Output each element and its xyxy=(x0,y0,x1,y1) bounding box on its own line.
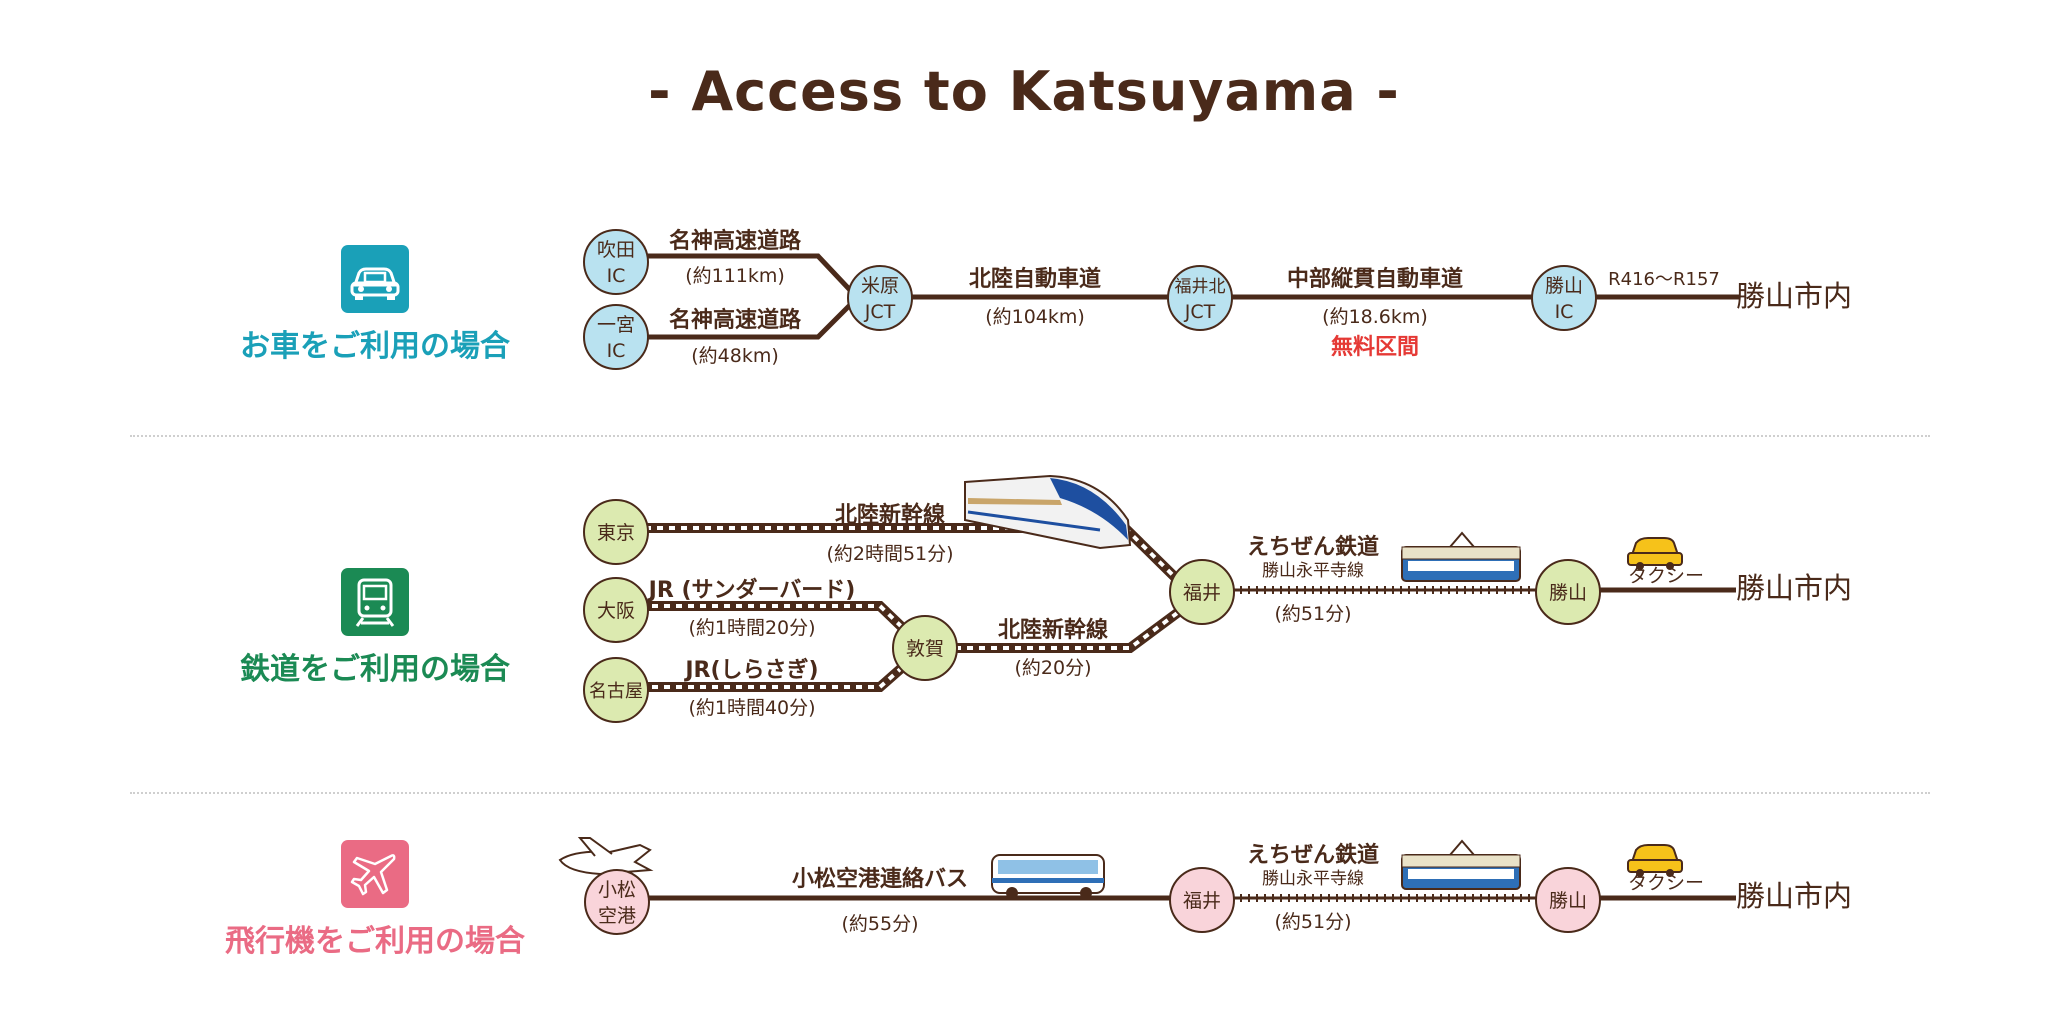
osaka-line-time: (約1時間20分) xyxy=(688,617,815,639)
svg-text:福井: 福井 xyxy=(1183,582,1221,604)
taxi-icon xyxy=(1627,537,1683,570)
plane-category-label: 飛行機をご利用の場合 xyxy=(225,924,525,959)
osaka-line-name: JR (サンダーバード) xyxy=(647,577,856,603)
svg-text:IC: IC xyxy=(1555,301,1574,323)
seg2-distance: (約48km) xyxy=(691,345,779,367)
seg4-road-name: 中部縦貫自動車道 xyxy=(1287,266,1463,292)
plane-route: 小松 空港 福井 勝山 小松空港連絡バス (約55分) えちぜん鉄道 勝山永平寺… xyxy=(558,837,1852,935)
tsuruga-line-time: (約20分) xyxy=(1014,657,1091,679)
local-train-icon xyxy=(1401,531,1521,582)
airplane-illustration-icon xyxy=(558,837,654,876)
seg1-distance: (約111km) xyxy=(685,265,785,287)
svg-text:敦賀: 敦賀 xyxy=(906,638,944,660)
seg2-road-name: 名神高速道路 xyxy=(669,307,802,333)
katsuyama-station-node: 勝山 xyxy=(1535,559,1601,625)
echizen-line-name: えちぜん鉄道 xyxy=(1247,534,1379,560)
tokyo-line-name: 北陸新幹線 xyxy=(835,502,945,528)
free-section-note: 無料区間 xyxy=(1331,334,1419,360)
taxi-icon-plane xyxy=(1627,844,1683,877)
shinkansen-icon xyxy=(964,474,1132,550)
train-route: 東京 大阪 名古屋 敦賀 福井 勝山 北陸新幹線 (約 xyxy=(583,474,1852,723)
svg-text:福井北: 福井北 xyxy=(1175,277,1226,297)
fukui-station-node: 福井 xyxy=(1169,559,1235,625)
meishin-route-ichinomiya xyxy=(640,303,852,340)
car-icon xyxy=(341,245,409,313)
tokyo-node: 東京 xyxy=(583,499,649,565)
svg-text:勝山: 勝山 xyxy=(1549,582,1587,604)
svg-text:勝山: 勝山 xyxy=(1545,275,1583,297)
suita-ic-node: 吹田 IC xyxy=(583,229,649,295)
nagoya-node: 名古屋 xyxy=(583,657,649,723)
svg-text:福井: 福井 xyxy=(1183,890,1221,912)
svg-text:米原: 米原 xyxy=(861,275,899,297)
car-destination: 勝山市内 xyxy=(1736,279,1852,313)
svg-text:JCT: JCT xyxy=(864,301,896,323)
svg-text:一宮: 一宮 xyxy=(597,314,635,336)
page-title: - Access to Katsuyama - xyxy=(648,60,1400,123)
svg-text:勝山: 勝山 xyxy=(1549,890,1587,912)
fukui-station-node-plane: 福井 xyxy=(1169,867,1235,933)
echizen-line-sub-plane: 勝山永平寺線 xyxy=(1262,869,1364,889)
svg-text:IC: IC xyxy=(607,265,626,287)
bus-line-name: 小松空港連絡バス xyxy=(792,866,968,892)
tsuruga-node: 敦賀 xyxy=(892,615,958,681)
plane-destination: 勝山市内 xyxy=(1736,879,1852,913)
bus-icon xyxy=(991,854,1105,899)
svg-text:IC: IC xyxy=(607,340,626,362)
taxi-label-plane: タクシー xyxy=(1628,872,1704,894)
bus-line-time: (約55分) xyxy=(841,913,918,935)
tokyo-line-time: (約2時間51分) xyxy=(826,543,953,565)
car-category-label: お車をご利用の場合 xyxy=(240,329,510,364)
plane-category: 飛行機をご利用の場合 xyxy=(205,840,545,960)
rail-tsuruga xyxy=(955,600,1191,653)
car-category: お車をご利用の場合 xyxy=(205,245,545,365)
seg4-distance: (約18.6km) xyxy=(1322,306,1428,328)
ichinomiya-ic-node: 一宮 IC xyxy=(583,304,649,370)
maibara-jct-node: 米原 JCT xyxy=(847,265,913,331)
seg3-road-name: 北陸自動車道 xyxy=(969,266,1101,292)
katsuyama-station-node-plane: 勝山 xyxy=(1535,867,1601,933)
section-divider xyxy=(130,792,1930,794)
train-category-label: 鉄道をご利用の場合 xyxy=(240,652,510,687)
airplane-icon xyxy=(341,840,409,908)
katsuyama-ic-node: 勝山 IC xyxy=(1531,265,1597,331)
seg1-road-name: 名神高速道路 xyxy=(669,228,802,254)
meishin-route-suita xyxy=(640,253,852,292)
car-route: 吹田 IC 一宮 IC 米原 JCT 福井北 JCT 勝山 IC 名神高速道路 … xyxy=(583,228,1852,370)
nagoya-line-name: JR(しらさぎ) xyxy=(683,657,818,683)
seg5-road-name: R416〜R157 xyxy=(1608,269,1720,290)
svg-text:小松: 小松 xyxy=(598,879,636,901)
local-train-icon-plane xyxy=(1401,839,1521,890)
section-divider xyxy=(130,435,1930,437)
svg-text:JCT: JCT xyxy=(1184,301,1216,323)
echizen-line-time-plane: (約51分) xyxy=(1274,911,1351,933)
svg-text:空港: 空港 xyxy=(598,905,636,927)
train-icon xyxy=(341,568,409,636)
train-category: 鉄道をご利用の場合 xyxy=(205,568,545,688)
fukuikita-jct-node: 福井北 JCT xyxy=(1167,265,1233,331)
taxi-label-train: タクシー xyxy=(1628,565,1704,587)
nagoya-line-time: (約1時間40分) xyxy=(688,697,815,719)
train-destination: 勝山市内 xyxy=(1736,571,1852,605)
echizen-line-name-plane: えちぜん鉄道 xyxy=(1247,842,1379,868)
komatsu-airport-node: 小松 空港 xyxy=(584,869,650,935)
svg-text:東京: 東京 xyxy=(597,522,635,544)
svg-text:大阪: 大阪 xyxy=(597,600,635,622)
echizen-line-time: (約51分) xyxy=(1274,603,1351,625)
seg3-distance: (約104km) xyxy=(985,306,1085,328)
echizen-line-sub: 勝山永平寺線 xyxy=(1262,561,1364,581)
svg-text:吹田: 吹田 xyxy=(597,239,635,261)
svg-text:名古屋: 名古屋 xyxy=(589,681,643,702)
osaka-node: 大阪 xyxy=(583,577,649,643)
tsuruga-line-name: 北陸新幹線 xyxy=(998,617,1108,643)
